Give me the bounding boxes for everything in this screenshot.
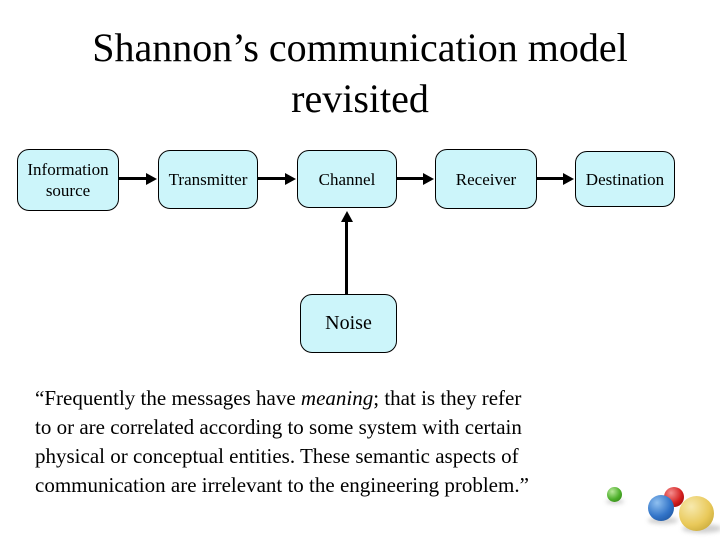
- quote-line-1-pre: “Frequently the messages have: [35, 386, 301, 410]
- quote-line-1-italic: meaning: [300, 386, 374, 410]
- diagram-box-destination: Destination: [575, 151, 675, 207]
- diagram-box-noise: Noise: [300, 294, 397, 353]
- arrow-source-to-transmitter-icon: [119, 172, 157, 185]
- arrow-transmitter-to-channel-icon: [258, 172, 296, 185]
- yellow-ball-icon: [679, 496, 714, 531]
- diagram-box-information-source: Information source: [17, 149, 119, 211]
- blue-ball-icon: [648, 495, 674, 521]
- quote-paragraph: “Frequently the messages have meaning; t…: [35, 384, 635, 500]
- arrow-channel-to-receiver-icon: [397, 172, 434, 185]
- quote-line-3: physical or conceptual entities. These s…: [35, 444, 519, 468]
- quote-line-1-post: ; that is they refer: [373, 386, 522, 410]
- slide-title-text: Shannon’s communication model revisited: [92, 25, 628, 121]
- diagram-box-receiver: Receiver: [435, 149, 537, 209]
- green-ball-icon: [607, 487, 622, 502]
- quote-line-1: “Frequently the messages have meaning; t…: [35, 384, 635, 413]
- arrow-noise-to-channel-icon: [340, 211, 353, 294]
- diagram-box-channel: Channel: [297, 150, 397, 208]
- arrow-receiver-to-destination-icon: [537, 172, 574, 185]
- slide-title: Shannon’s communication model revisited: [10, 22, 710, 124]
- diagram-box-transmitter: Transmitter: [158, 150, 258, 209]
- quote-line-4: communication are irrelevant to the engi…: [35, 473, 529, 497]
- quote-line-2: to or are correlated according to some s…: [35, 415, 522, 439]
